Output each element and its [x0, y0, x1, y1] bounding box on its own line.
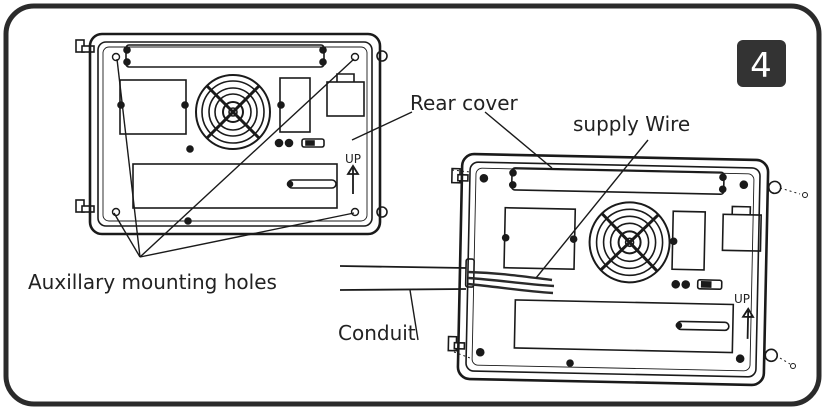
- fan-front: [195, 74, 271, 150]
- screw-dots: [451, 169, 808, 369]
- label-rear-cover: Rear cover: [410, 91, 519, 115]
- mounting-tab-bottom-left: [75, 199, 95, 213]
- step-number: 4: [750, 46, 772, 86]
- unit-front-view: [75, 32, 388, 236]
- leader-lines: [113, 58, 649, 341]
- mounting-tab-top-left: [75, 39, 95, 53]
- component-right: [326, 81, 365, 117]
- label-supply-wire: supply Wire: [573, 112, 690, 136]
- up-arrow-rear: [741, 307, 755, 339]
- rear-ear-bottom: [764, 348, 779, 363]
- panel-bottom: [132, 163, 338, 209]
- rear-ear-top: [767, 180, 782, 195]
- supply-wires: [467, 270, 555, 295]
- label-auxiliary-holes: Auxillary mounting holes: [28, 270, 277, 294]
- step-badge: 4: [737, 40, 786, 87]
- housing-inner: [97, 41, 373, 227]
- mounting-ear-right-bottom: [376, 206, 388, 218]
- up-arrow-front: [346, 164, 360, 194]
- rear-cover-inner: [465, 161, 761, 378]
- up-label-front: UP: [345, 152, 361, 166]
- mounting-ear-right-top: [376, 50, 388, 62]
- housing-outer: [88, 32, 382, 236]
- rear-top-rail: [510, 167, 725, 196]
- label-conduit: Conduit: [338, 321, 416, 345]
- fan-rear: [588, 201, 671, 284]
- unit-rear-view: [447, 152, 782, 387]
- rear-housing-outer: [456, 152, 770, 387]
- top-rail: [125, 44, 325, 68]
- up-label-rear: UP: [734, 292, 750, 306]
- conduit: [339, 265, 467, 291]
